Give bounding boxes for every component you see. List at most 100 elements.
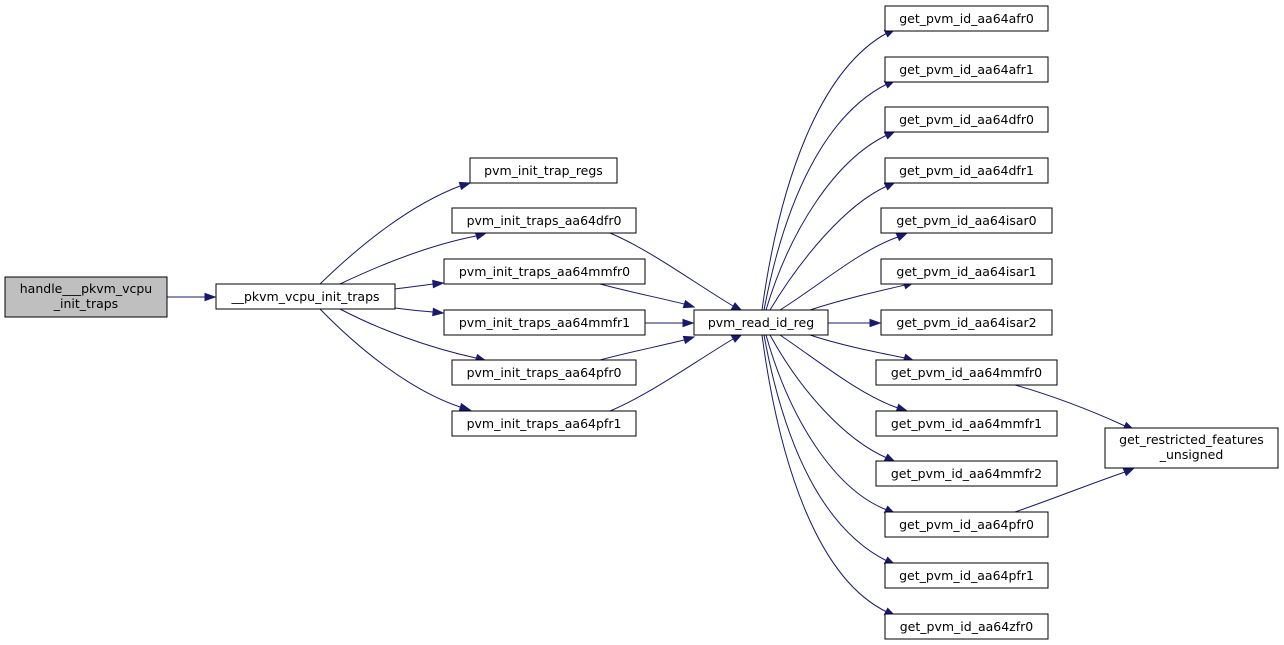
edge-traps-mmfr1-to-read-id-reg: [645, 318, 695, 328]
arrowhead: [682, 318, 695, 328]
node-get-pvm-id-aa64dfr0[interactable]: get_pvm_id_aa64dfr0: [884, 106, 1049, 133]
node-label: pvm_init_traps_aa64dfr0: [467, 213, 622, 228]
node-handle-pkvm-vcpu-init-traps: handle___pkvm_vcpu _init_traps: [4, 276, 168, 318]
node-pvm-init-traps-aa64mmfr1[interactable]: pvm_init_traps_aa64mmfr1: [443, 309, 646, 336]
node-label: get_pvm_id_aa64mmfr1: [891, 416, 1042, 431]
node-pvm-init-traps-aa64pfr1[interactable]: pvm_init_traps_aa64pfr1: [451, 410, 637, 437]
node-label: get_pvm_id_aa64pfr0: [899, 517, 1034, 532]
arrowhead: [1122, 467, 1136, 477]
edge-init-traps-to-traps-pfr1: [319, 308, 472, 412]
node-pvm-init-traps-aa64pfr0[interactable]: pvm_init_traps_aa64pfr0: [451, 359, 637, 386]
node-get-pvm-id-aa64zfr0[interactable]: get_pvm_id_aa64zfr0: [884, 613, 1049, 640]
edge-read-id-reg-to-afr0: [761, 28, 897, 311]
edge-line: [779, 334, 899, 409]
node-get-pvm-id-aa64isar0[interactable]: get_pvm_id_aa64isar0: [880, 207, 1053, 234]
node-get-restricted-features-unsigned[interactable]: get_restricted_features _unsigned: [1104, 427, 1279, 469]
node-label: get_pvm_id_aa64isar2: [896, 315, 1036, 330]
node-get-pvm-id-aa64mmfr2[interactable]: get_pvm_id_aa64mmfr2: [875, 460, 1058, 487]
edge-line: [599, 283, 685, 305]
arrowhead: [682, 335, 696, 345]
node-label-line-2: _init_traps: [53, 296, 118, 311]
node-label: pvm_init_traps_aa64pfr1: [467, 416, 622, 431]
edge-read-id-reg-to-isar2: [828, 318, 882, 328]
edge-line: [769, 334, 888, 459]
node-label: get_pvm_id_aa64afr0: [899, 11, 1034, 26]
edge-init-traps-to-traps-mmfr0: [394, 279, 445, 290]
node-get-pvm-id-aa64mmfr0[interactable]: get_pvm_id_aa64mmfr0: [875, 359, 1058, 386]
edge-read-id-reg-to-mmfr2: [769, 334, 897, 463]
node-label: __pkvm_vcpu_init_traps: [230, 289, 379, 304]
node-get-pvm-id-aa64afr1[interactable]: get_pvm_id_aa64afr1: [884, 56, 1049, 83]
edge-line: [761, 334, 888, 613]
edge-line: [765, 334, 888, 511]
edge-root-to-init-traps: [167, 292, 217, 302]
edge-init-traps-to-traps-dfr0: [339, 231, 488, 285]
arrowhead: [895, 403, 909, 412]
node-label: get_pvm_id_aa64pfr1: [899, 568, 1034, 583]
node-pvm-init-traps-aa64dfr0[interactable]: pvm_init_traps_aa64dfr0: [451, 207, 637, 234]
arrowhead: [869, 318, 882, 328]
edge-line: [599, 339, 685, 361]
edge-line: [339, 235, 477, 285]
node-label: get_pvm_id_aa64dfr0: [899, 112, 1034, 127]
arrowhead: [458, 402, 472, 412]
edge-line: [609, 232, 734, 307]
node-get-pvm-id-aa64pfr1[interactable]: get_pvm_id_aa64pfr1: [884, 562, 1049, 589]
node-label: get_pvm_id_aa64mmfr0: [891, 365, 1042, 380]
edge-line: [763, 83, 888, 311]
node-label: get_pvm_id_aa64afr1: [899, 62, 1034, 77]
node-label: pvm_init_traps_aa64mmfr0: [459, 264, 630, 279]
edge-line: [394, 283, 434, 290]
node-pvm-read-id-reg[interactable]: pvm_read_id_reg: [693, 309, 829, 336]
edge-line: [1014, 471, 1126, 513]
node-label-line-1: get_restricted_features: [1119, 432, 1264, 447]
arrowhead: [432, 307, 445, 317]
node-label-line-2: _unsigned: [1159, 447, 1224, 462]
edge-traps-mmfr0-to-read-id-reg: [599, 283, 696, 309]
edge-line: [319, 185, 461, 285]
edge-traps-pfr1-to-read-id-reg: [609, 333, 744, 412]
edge-line: [339, 308, 477, 359]
arrowhead: [895, 232, 909, 242]
node-pvm-init-trap-regs[interactable]: pvm_init_trap_regs: [469, 157, 618, 184]
edge-line: [394, 307, 434, 313]
node-label: get_pvm_id_aa64dfr1: [899, 163, 1034, 178]
node-get-pvm-id-aa64mmfr1[interactable]: get_pvm_id_aa64mmfr1: [875, 410, 1058, 437]
edge-line: [761, 32, 888, 311]
node-pkvm-vcpu-init-traps[interactable]: __pkvm_vcpu_init_traps: [215, 283, 396, 310]
node-label: pvm_init_traps_aa64mmfr1: [459, 315, 630, 330]
node-get-pvm-id-aa64pfr0[interactable]: get_pvm_id_aa64pfr0: [884, 511, 1049, 538]
node-label: get_pvm_id_aa64mmfr2: [891, 466, 1042, 481]
edge-init-traps-to-traps-mmfr1: [394, 307, 445, 317]
node-get-pvm-id-aa64afr0[interactable]: get_pvm_id_aa64afr0: [884, 5, 1049, 32]
edge-line: [319, 308, 461, 408]
edge-line: [765, 134, 888, 311]
edge-line: [1014, 384, 1126, 427]
node-label-line-1: handle___pkvm_vcpu: [20, 281, 152, 296]
edge-read-id-reg-to-mmfr0: [809, 334, 916, 362]
edge-read-id-reg-to-zfr0: [761, 334, 897, 617]
edge-read-id-reg-to-mmfr1: [779, 334, 909, 412]
edge-read-id-reg-to-dfr0: [765, 130, 897, 311]
node-get-pvm-id-aa64dfr1[interactable]: get_pvm_id_aa64dfr1: [884, 157, 1049, 184]
node-label: pvm_read_id_reg: [708, 315, 814, 330]
arrowhead: [204, 292, 217, 302]
node-label: get_pvm_id_aa64isar0: [896, 213, 1036, 228]
node-label: get_pvm_id_aa64zfr0: [900, 619, 1034, 634]
edge-line: [763, 334, 888, 562]
node-label: get_pvm_id_aa64isar1: [896, 264, 1036, 279]
edge-line: [769, 185, 888, 311]
arrowhead: [682, 299, 696, 309]
node-label: pvm_init_trap_regs: [484, 163, 603, 178]
arrowhead: [458, 181, 472, 191]
edge-line: [609, 338, 734, 412]
arrowhead: [432, 279, 445, 289]
edge-read-id-reg-to-isar0: [779, 232, 909, 311]
edge-line: [809, 284, 906, 311]
node-get-pvm-id-aa64isar2[interactable]: get_pvm_id_aa64isar2: [880, 309, 1053, 336]
node-pvm-init-traps-aa64mmfr0[interactable]: pvm_init_traps_aa64mmfr0: [443, 258, 646, 285]
edge-traps-pfr0-to-read-id-reg: [599, 335, 696, 361]
node-get-pvm-id-aa64isar1[interactable]: get_pvm_id_aa64isar1: [880, 258, 1053, 285]
edge-read-id-reg-to-isar1: [809, 281, 916, 311]
